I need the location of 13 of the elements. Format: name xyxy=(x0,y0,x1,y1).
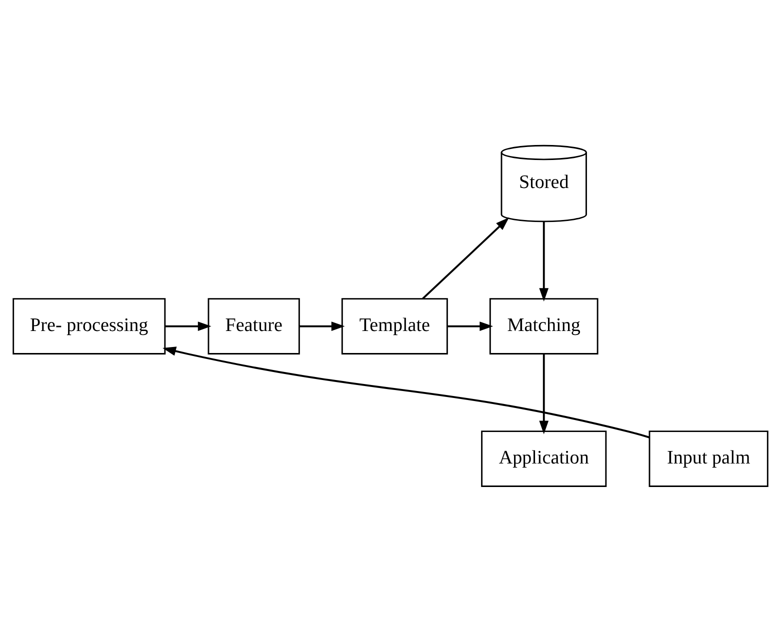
arrow xyxy=(165,322,212,331)
arrow xyxy=(448,322,494,331)
arrow xyxy=(539,222,549,302)
arrow xyxy=(162,346,650,438)
node-box: Matching xyxy=(489,298,598,354)
arrow xyxy=(300,322,345,331)
node-box: Feature xyxy=(208,298,300,354)
arrow xyxy=(422,217,510,300)
node-box: Application xyxy=(481,430,607,487)
arrow xyxy=(539,354,549,434)
node-box: Input palm xyxy=(648,430,768,487)
node-box: Pre- processing xyxy=(12,298,166,354)
node-box: Template xyxy=(341,298,448,354)
